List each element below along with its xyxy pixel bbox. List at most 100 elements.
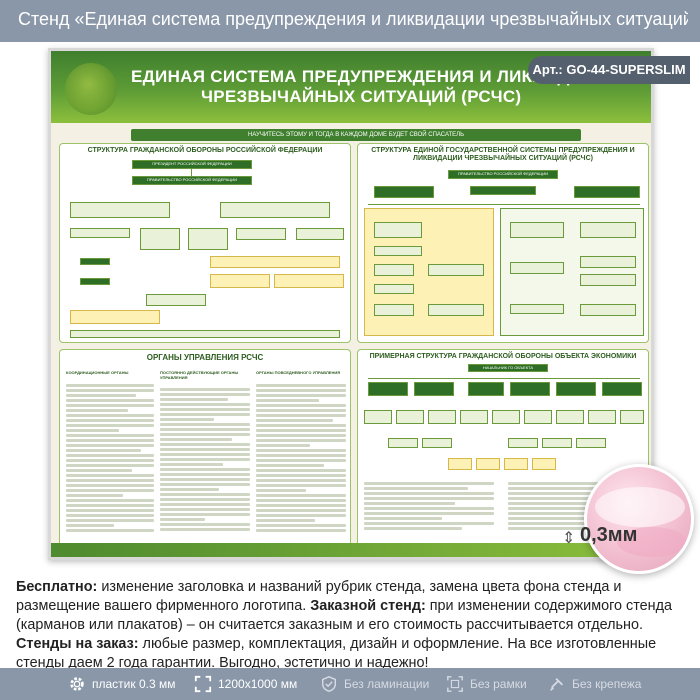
spec-label: Без крепежа	[572, 677, 642, 691]
diagram-box	[574, 186, 640, 198]
diagram-box	[580, 256, 636, 268]
diagram-box	[374, 304, 414, 316]
diagram-box	[620, 410, 644, 424]
diagram-box	[510, 382, 550, 396]
material-texture	[595, 487, 685, 527]
spec-label: Без ламинации	[344, 677, 430, 691]
diagram-connector	[368, 378, 640, 379]
panel-rschs-structure: СТРУКТУРА ЕДИНОЙ ГОСУДАРСТВЕННОЙ СИСТЕМЫ…	[357, 143, 649, 343]
diagram-box	[510, 222, 564, 238]
diagram-box	[422, 438, 452, 448]
order-label: Стенды на заказ:	[16, 636, 139, 652]
stand-preview-image[interactable]: ЕДИНАЯ СИСТЕМА ПРЕДУПРЕЖДЕНИЯ И ЛИКВИДА …	[48, 48, 654, 560]
stand-title-line2: ЧРЕЗВЫЧАЙНЫХ СИТУАЦИЙ (РСЧС)	[201, 87, 522, 106]
diagram-box	[364, 410, 392, 424]
spec-fastener: Без крепежа	[548, 668, 641, 700]
column-heading: КООРДИНАЦИОННЫЕ ОРГАНЫ	[66, 370, 129, 375]
shield-icon	[321, 676, 337, 692]
diagram-box	[140, 228, 180, 250]
spec-lamination: Без ламинации	[320, 668, 429, 700]
diagram-box	[576, 438, 606, 448]
panel-civil-defense-structure: СТРУКТУРА ГРАЖДАНСКОЙ ОБОРОНЫ РОССИЙСКОЙ…	[59, 143, 351, 343]
notes-text	[508, 480, 638, 544]
diagram-box	[508, 438, 538, 448]
diagram-box	[296, 228, 344, 240]
panel-title: СТРУКТУРА ЕДИНОЙ ГОСУДАРСТВЕННОЙ СИСТЕМЫ…	[371, 147, 635, 163]
spec-size: 1200х1000 мм	[194, 668, 297, 700]
diagram-box	[580, 222, 636, 238]
diagram-box	[602, 382, 642, 396]
diagram-box	[428, 410, 456, 424]
diagram-box	[210, 274, 270, 288]
diagram-box	[374, 284, 414, 294]
diagram-box	[210, 256, 340, 268]
diagram-box	[236, 228, 286, 240]
diagram-box	[460, 410, 488, 424]
diagram-box	[374, 246, 422, 256]
panel-object-civil-defense: ПРИМЕРНАЯ СТРУКТУРА ГРАЖДАНСКОЙ ОБОРОНЫ …	[357, 349, 649, 549]
custom-text: при изменении содержимого стенда (карман…	[16, 598, 673, 633]
thickness-label: ⇕ 0,3мм	[560, 520, 700, 554]
diagram-box	[556, 382, 596, 396]
diagram-box	[428, 304, 484, 316]
page-title: Стенд «Единая система предупреждения и л…	[18, 9, 688, 29]
diagram-box	[510, 304, 564, 314]
diagram-box	[188, 228, 228, 250]
column-heading: ОРГАНЫ ПОВСЕДНЕВНОГО УПРАВЛЕНИЯ	[256, 370, 341, 375]
column-text	[66, 382, 154, 542]
diagram-box	[476, 458, 500, 470]
free-text: изменение заголовка и названий рубрик ст…	[16, 579, 622, 614]
panel-title: ПРИМЕРНАЯ СТРУКТУРА ГРАЖДАНСКОЙ ОБОРОНЫ …	[369, 353, 637, 360]
diagram-box	[80, 278, 110, 285]
diagram-connector	[368, 204, 640, 205]
fastener-icon	[550, 677, 564, 691]
diagram-box	[428, 264, 484, 276]
stand-title-line1: ЕДИНАЯ СИСТЕМА ПРЕДУПРЕЖДЕНИЯ И ЛИКВИДА	[131, 67, 583, 86]
diagram-box	[468, 382, 504, 396]
diagram-box	[80, 258, 110, 265]
notes-text	[364, 480, 494, 544]
custom-label: Заказной стенд:	[310, 598, 426, 614]
diagram-box	[274, 274, 344, 288]
stand-emblem-icon	[65, 63, 117, 115]
stand-footer	[51, 543, 651, 557]
diagram-box	[448, 458, 472, 470]
diagram-box	[220, 202, 330, 218]
order-text: любые размер, комплектация, дизайн и офо…	[16, 636, 657, 671]
diagram-box	[504, 458, 528, 470]
spec-label: Без рамки	[470, 677, 527, 691]
stand-slogan: НАУЧИТЕСЬ ЭТОМУ И ТОГДА В КАЖДОМ ДОМЕ БУ…	[131, 129, 581, 141]
column-text	[256, 382, 346, 542]
diagram-box	[374, 264, 414, 276]
column-heading: ПОСТОЯННО ДЕЙСТВУЮЩИЕ ОРГАНЫ УПРАВЛЕНИЯ	[160, 370, 239, 380]
diagram-box	[532, 458, 556, 470]
gear-icon	[70, 677, 84, 691]
diagram-box	[70, 228, 130, 238]
material-texture	[617, 527, 687, 557]
material-zoom-image	[584, 464, 694, 574]
diagram-box	[70, 330, 340, 338]
frame-icon	[447, 676, 463, 692]
diagram-box	[374, 186, 434, 198]
product-description: Бесплатно: изменение заголовка и названи…	[16, 578, 688, 673]
diagram-box: НАЧАЛЬНИК ГО ОБЪЕКТА	[468, 364, 548, 372]
diagram-box	[368, 382, 408, 396]
thickness-arrows-icon: ⇕	[562, 530, 576, 547]
thickness-value: 0,3мм	[580, 524, 638, 546]
specs-bar: пластик 0.3 мм 1200х1000 мм Без ламинаци…	[0, 668, 700, 700]
spec-material: пластик 0.3 мм	[68, 668, 175, 700]
spec-frame: Без рамки	[446, 668, 527, 700]
spec-label: 1200х1000 мм	[218, 677, 298, 691]
article-badge: Арт.: GO-44-SUPERSLIM	[528, 56, 690, 84]
spec-label: пластик 0.3 мм	[92, 677, 176, 691]
title-bar: Стенд «Единая система предупреждения и л…	[0, 0, 700, 42]
diagram-box: ПРАВИТЕЛЬСТВО РОССИЙСКОЙ ФЕДЕРАЦИИ	[132, 176, 252, 185]
diagram-box	[580, 274, 636, 286]
diagram-box	[388, 438, 418, 448]
panel-title: ОРГАНЫ УПРАВЛЕНИЯ РСЧС	[146, 353, 264, 362]
diagram-box	[492, 410, 520, 424]
diagram-connector	[191, 169, 192, 176]
diagram-box	[542, 438, 572, 448]
diagram-box	[580, 304, 636, 316]
diagram-box	[510, 262, 564, 274]
